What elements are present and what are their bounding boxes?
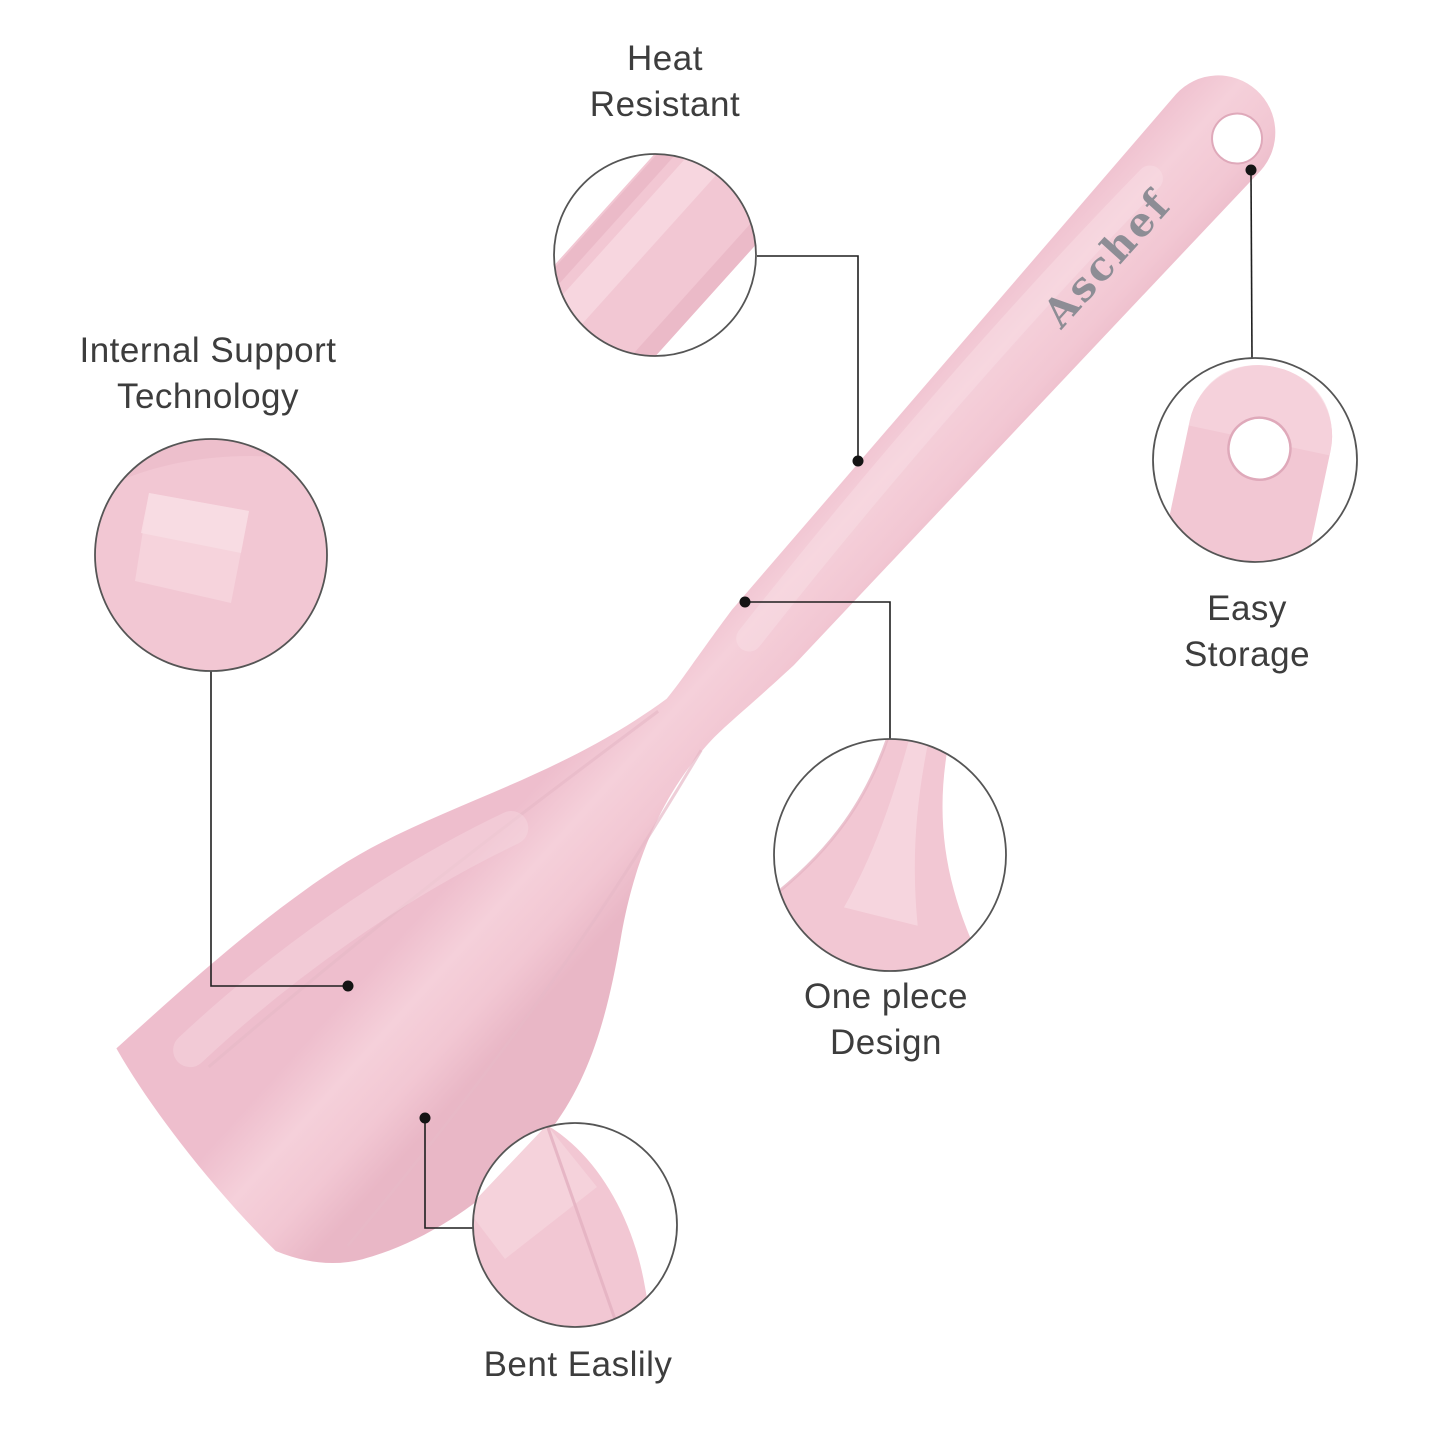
leader-line-heat-resistant — [757, 255, 859, 458]
anchor-dot-bent-easily — [419, 1112, 431, 1124]
spatula-blade-ridge-left — [207, 710, 660, 1069]
spatula-hanging-hole — [1211, 112, 1264, 165]
leader-line-internal-support — [210, 671, 344, 987]
callout-circle-bent-easily — [472, 1122, 678, 1328]
anchor-dots — [342, 164, 1257, 1124]
anchor-dot-internal-support — [342, 980, 354, 992]
leader-line-easy-storage — [1250, 172, 1253, 359]
callout-circle-internal-support — [94, 438, 328, 672]
leader-lines — [210, 172, 1253, 1229]
label-internal-support: Internal Support Technology — [79, 331, 337, 417]
spatula-blade-ridge-right — [346, 749, 703, 1247]
label-easy-storage: Easy Storage — [1183, 589, 1311, 675]
spatula-blade-sheen — [173, 810, 529, 1068]
callout-circle-heat-resistant — [553, 153, 757, 357]
spatula: Aschef — [116, 75, 1276, 1264]
label-one-piece-design: One plece Design — [803, 977, 969, 1063]
spatula-handle-sheen — [736, 165, 1163, 652]
label-heat-resistant: Heat Resistant — [589, 39, 741, 125]
anchor-dot-one-piece — [739, 596, 751, 608]
callout-circle-easy-storage — [1152, 357, 1358, 563]
anchor-dot-easy-storage — [1245, 164, 1257, 176]
label-bent-easily: Bent Easlily — [483, 1345, 673, 1384]
anchor-dot-heat-resistant — [852, 455, 864, 467]
leader-line-bent-easily — [424, 1121, 473, 1229]
leader-line-one-piece — [749, 601, 891, 739]
